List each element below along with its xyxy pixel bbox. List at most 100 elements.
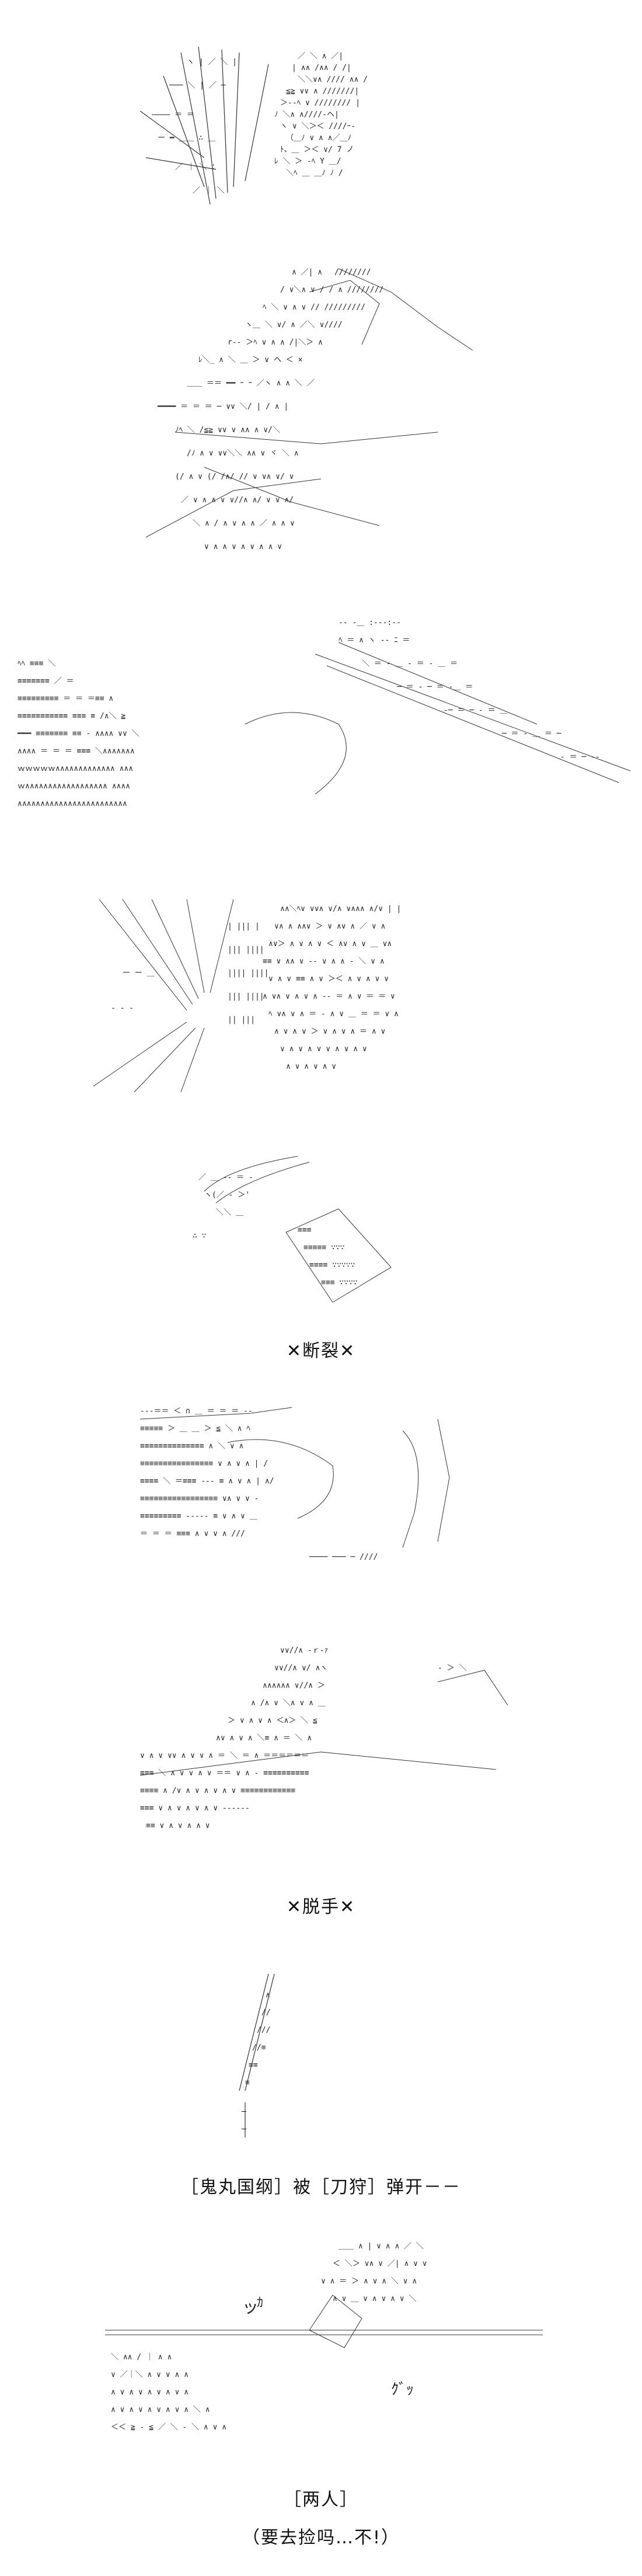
- panel-reach-7: ∨∨//∧ ‐ｒ‐ｧ ∨∨//∧ ∨/ ∧ヽ ∧∧∧∧∧∧ ∨//∧ ＞ ∧ /…: [88, 1635, 554, 1869]
- svg-text:‐ ＞ ＼: ‐ ＞ ＼: [438, 1664, 466, 1673]
- svg-text:≡≡≡≡ ∧ /∨ ∧ ∨ ∧ ∨ ∧ ∨ ≡≡≡≡≡≡≡≡: ≡≡≡≡ ∧ /∨ ∧ ∨ ∧ ∨ ∧ ∨ ≡≡≡≡≡≡≡≡≡≡≡≡: [140, 1786, 295, 1795]
- svg-text:≡: ≡: [245, 2078, 250, 2087]
- svg-text:≡≡≡≡ ＼ ＝≡≡≡ ‐‐‐ ≡ ∧ ∨ ∧ | ∧/: ≡≡≡≡ ＼ ＝≡≡≡ ‐‐‐ ≡ ∧ ∨ ∧ | ∧/: [140, 1477, 274, 1486]
- ascii-art-blade-5: ／ ＿ ‐‐ ＝ ‐ ヽ(／ ‐ ＞' ＼＼ ＿ ∴ ∵ ≡≡≡ ≡≡≡≡≡ ∵…: [193, 1156, 392, 1303]
- svg-text:∨∨//∧ ‐ｒ‐ｧ: ∨∨//∧ ‐ｒ‐ｧ: [280, 1646, 328, 1655]
- svg-text:‐ ‐ ‐: ‐ ‐ ‐: [111, 1004, 134, 1013]
- svg-text:≡≡≡ ＼ ∧ ∨ ∨ ∧ ∨ ＝＝ ∨ ∧ ‐ ≡≡≡≡≡: ≡≡≡ ＼ ∧ ∨ ∨ ∧ ∨ ＝＝ ∨ ∧ ‐ ≡≡≡≡≡≡≡≡≡≡: [140, 1769, 309, 1778]
- svg-text:＼ ＝ ‐ ＿ ‐ ＝ ‐ ＿ ＝: ＼ ＝ ‐ ＿ ‐ ＝ ‐ ＿ ＝: [362, 659, 458, 668]
- svg-text:━━━ ≡≡≡≡≡≡≡ ≡≡ ‐ ∧∧∧∧ ∨∨ ＼: ━━━ ≡≡≡≡≡≡≡ ≡≡ ‐ ∧∧∧∧ ∨∨ ＼: [17, 729, 139, 738]
- svg-text:─: ─: [241, 2108, 246, 2116]
- svg-text:∧ /∧ ∨ ＼∧ ∨ ∧ ＿: ∧ /∧ ∨ ＼∧ ∨ ∧ ＿: [251, 1699, 326, 1708]
- svg-text:r‐‐ ＞ﾍ ∨ ∧ ∧ /|＼＞ ∧: r‐‐ ＞ﾍ ∨ ∧ ∧ /|＼＞ ∧: [228, 338, 323, 347]
- panel-swing-2: ∧ ／| ∧ //////// / ∨＼∧ ∨ / / ∧ //////// ﾍ…: [88, 257, 554, 561]
- ascii-art-impact-4: ー ー ＿ ‐ ‐ ‐ | ||| | ||| |||| |||| |||| |…: [93, 899, 401, 1093]
- svg-text:| ||| |: | ||| |: [228, 922, 260, 931]
- sfx-sound-1: ッ: [242, 2297, 259, 2317]
- svg-text:＝ ＝ ＝ ≡≡≡ ∧ ∨ ∨ ∧ ///: ＝ ＝ ＝ ≡≡≡ ∧ ∨ ∨ ∧ ///: [140, 1529, 245, 1538]
- svg-text:ー ━ ＿＿ ∴ ＿: ー ━ ＿＿ ∴ ＿: [158, 134, 215, 142]
- svg-text:≡≡ ∨ ∧∧ ∨ ‐‐ ∨ ∧ ∧ ‐ ＼ ∨ ∧: ≡≡ ∨ ∧∧ ∨ ‐‐ ∨ ∧ ∧ ‐ ＼ ∨ ∧: [263, 957, 385, 966]
- svg-text:ヽ＿ ＼ ∨/ ∧ ／＼ ∨////: ヽ＿ ＼ ∨/ ∧ ／＼ ∨////: [245, 321, 343, 329]
- svg-text:＿＿ ∧ | ∨ ∧ ∧ ／ ＼: ＿＿ ∧ | ∨ ∧ ∧ ／ ＼: [339, 2242, 424, 2251]
- svg-text:∨ ∧ ∧ ∨ ∧ ∨ ∧ ∧ ∨: ∨ ∧ ∧ ∨ ∧ ∨ ∧ ∧ ∨: [204, 543, 282, 551]
- svg-text:∨∨//∧ ∨/ ∧ヽ: ∨∨//∧ ∨/ ∧ヽ: [274, 1664, 327, 1673]
- sfx-sound-2: ｶ: [257, 2296, 263, 2310]
- svg-text://: //: [261, 2008, 271, 2017]
- svg-text:∧∧＼ﾍ∨ ∨∨∧ ∨/∧ ∨∧∧∧ ∧/∨ | |: ∧∧＼ﾍ∨ ∨∨∧ ∨/∧ ∨∧∧∧ ∧/∨ | |: [280, 905, 401, 913]
- ascii-art-impact-1: ヽ | ／ ＼ | ─── ＼ | ／ ─ ―――― ＝ ＝ ー ━ ＿＿ ∴ …: [139, 46, 368, 205]
- svg-text:≡≡ ∨ ∧ ∨ ∧ ∧ ∨: ≡≡ ∨ ∧ ∨ ∧ ∧ ∨: [146, 1821, 210, 1830]
- svg-text:∧∨ ∧ ∨ ∧ ＼≡ ∧ ＝ ＼ ∧: ∧∨ ∧ ∨ ∧ ＼≡ ∧ ＝ ＼ ∧: [216, 1734, 312, 1743]
- svg-text:ー ー ＿: ー ー ＿: [123, 969, 155, 978]
- svg-text:ﾉ ＼∧ ∧////‐ヘ|: ﾉ ＼∧ ∧////‐ヘ|: [274, 110, 339, 119]
- svg-text:‐─ ＝ ─ ‐ ＝ ＿: ‐─ ＝ ─ ‐ ＝ ＿: [444, 706, 507, 715]
- svg-text:ﾉﾍ ＼ /≦≧ ∨∨ ∨ ∧∧ ∧ ∨/＼: ﾉﾍ ＼ /≦≧ ∨∨ ∨ ∧∧ ∧ ∨/＼: [175, 426, 280, 434]
- svg-text:ﾍ ＝ ∧ ヽ ‐‐ ﾆ ＝: ﾍ ＝ ∧ ヽ ‐‐ ﾆ ＝: [339, 636, 410, 645]
- svg-text:≡≡≡ ∨ ∧ ∨ ∧ ∨ ∧ ∨ ‐‐‐‐‐‐: ≡≡≡ ∨ ∧ ∨ ∧ ∨ ∧ ∨ ‐‐‐‐‐‐: [140, 1804, 250, 1813]
- svg-text:ヽ ∨ ＼＞＜ ////ｰ‐: ヽ ∨ ＼＞＜ ////ｰ‐: [280, 122, 355, 131]
- svg-text:∧ ∨ ∧ ∨ ∧ ∨ ∧ ∨ ∧ ＼ ∧: ∧ ∨ ∧ ∨ ∧ ∨ ∧ ∨ ∧ ＼ ∧: [111, 2405, 210, 2414]
- panel-grab-6: ‐‐‐＝＝ ＜ ∩ ＿ ＝ ＝ ＝ ‐‐ ≡≡≡≡≡ ＞ ＿ ＿ ＞ ≦ ＼ ∧…: [88, 1396, 554, 1588]
- svg-text:∨ ／｜＼ ∧ ∨ ∨ ∧ ∧: ∨ ／｜＼ ∧ ∨ ∨ ∧ ∧: [111, 2370, 189, 2379]
- svg-text:≡≡≡≡≡≡≡≡≡ ＝ ＝ ＝≡≡ ∧: ≡≡≡≡≡≡≡≡≡ ＝ ＝ ＝≡≡ ∧: [18, 694, 113, 703]
- svg-text:ﾍ ＼ ∨ ∧ ∨ // /////////: ﾍ ＼ ∨ ∧ ∨ // /////////: [263, 303, 365, 312]
- ascii-art-clash-3: -- -＿ :-‐-:-- ﾍ ＝ ∧ ヽ ‐‐ ﾆ ＝ ＼ ＝ ‐ ＿ ‐ ＝…: [17, 618, 631, 808]
- panel-clash-3: -- -＿ :-‐-:-- ﾍ ＝ ∧ ヽ ‐‐ ﾆ ＝ ＼ ＝ ‐ ＿ ‐ ＝…: [12, 607, 636, 853]
- svg-text:∧ ∨ ＿ ∨ ∧ ∨ ∧ ∨ ＼: ∧ ∨ ＿ ∨ ∧ ∨ ∧ ∨ ＼: [333, 2295, 416, 2303]
- svg-text:/ ∨＼∧ ∨ / / ∧ ////////: / ∨＼∧ ∨ / / ∧ ////////: [280, 286, 383, 294]
- svg-text:─: ─: [241, 2125, 246, 2134]
- svg-text:∧∧∧∧ ＝ ＝ ＝ ≡≡≡ ＼∧∧∧∧∧∧∧: ∧∧∧∧ ＝ ＝ ＝ ≡≡≡ ＼∧∧∧∧∧∧∧: [18, 747, 135, 756]
- svg-text:≡≡≡: ≡≡≡: [298, 1226, 312, 1235]
- caption-cut: ✕断裂✕: [286, 1341, 356, 1361]
- svg-text:＞ ∨ ∧ ∨ ∧ ＜∧＞ ＼ ≦: ＞ ∨ ∧ ∨ ∧ ＜∧＞ ＼ ≦: [228, 1716, 317, 1725]
- svg-text:／ ｜ ＼: ／ ｜ ＼: [193, 186, 225, 195]
- svg-text:∧ ／| ∧ ////////: ∧ ／| ∧ ////////: [292, 268, 371, 277]
- svg-text:/ﾉ ∧ ∨ ∨∨＼＼ ∧∧ ∨ ヾ ＼ ∧: /ﾉ ∧ ∨ ∨∨＼＼ ∧∧ ∨ ヾ ＼ ∧: [187, 449, 299, 458]
- svg-text:─── ＼ | ／ ─: ─── ＼ | ／ ─: [169, 81, 226, 90]
- svg-text:ﾄ、＿ ＞＜ ∨/ 7 ノ: ﾄ、＿ ＞＜ ∨/ 7 ノ: [280, 145, 354, 154]
- svg-text:≡≡≡≡≡≡≡≡≡≡≡≡≡≡≡≡≡ ∨∧ ∨ ∨ ‐: ≡≡≡≡≡≡≡≡≡≡≡≡≡≡≡≡≡ ∨∧ ∨ ∨ ‐: [140, 1494, 259, 1503]
- ascii-art-duo-9: ＿＿ ∧ | ∨ ∧ ∧ ／ ＼ ＜ ＼＞ ∨∧ ∨ ／| ∧ ∨ ∨ ∨ ∧ …: [88, 2225, 543, 2432]
- svg-text:(/ ∧ ∨ (/ /∧/ // ∨ ∨∧ ∨/ ∨: (/ ∧ ∨ (/ /∧/ // ∨ ∨∧ ∨/ ∨: [175, 472, 294, 481]
- svg-text:||| ||||: ||| ||||: [228, 992, 264, 1001]
- svg-text:＜ ＼＞ ∨∧ ∨ ／| ∧ ∨ ∨: ＜ ＼＞ ∨∧ ∨ ／| ∧ ∨ ∨: [333, 2259, 427, 2268]
- svg-text:＼＼ ＿: ＼＼ ＿: [216, 1208, 243, 1217]
- svg-text:＼ ∧∧ / ｜ ∧ ∧: ＼ ∧∧ / ｜ ∧ ∧: [111, 2353, 172, 2362]
- svg-text:ﾚ＼_ ∧ ＼ ＿ ＞ ∨ ヘ ＜ ×: ﾚ＼_ ∧ ＼ ＿ ＞ ∨ ヘ ＜ ×: [198, 356, 302, 364]
- svg-text:| ∧∧ /∧∧ / /|: | ∧∧ /∧∧ / /|: [292, 64, 351, 72]
- svg-text:≡≡: ≡≡: [249, 2061, 258, 2070]
- svg-text:≡≡≡≡ ∵∵∵∵∵: ≡≡≡≡ ∵∵∵∵∵: [309, 1261, 355, 1270]
- svg-text:∨ ∧ ∨ ∨∨ ∧ ∨ ∨ ∧ ＝ ＼ ＝ ∧ ＝＝＝＝＝: ∨ ∧ ∨ ∨∨ ∧ ∨ ∨ ∧ ＝ ＼ ＝ ∧ ＝＝＝＝＝＝: [140, 1751, 309, 1760]
- svg-text:＿＿ ＝＝ ━━ ｰ ｰ ／ヽ ∧ ∧ ＼ ／: ＿＿ ＝＝ ━━ ｰ ｰ ／ヽ ∧ ∧ ＼ ／: [187, 379, 315, 388]
- svg-text:∨∧ ∧ ∧∧∨ ＞ ∨ ∧∨ ∧ ／ ∨ ∧: ∨∧ ∧ ∧∧∨ ＞ ∨ ∧∨ ∧ ／ ∨ ∧: [274, 922, 385, 931]
- svg-text:-- -＿ :-‐-:--: -- -＿ :-‐-:--: [339, 618, 401, 627]
- ascii-art-swing-2: ∧ ／| ∧ //////// / ∨＼∧ ∨ / / ∧ //////// ﾍ…: [145, 268, 473, 551]
- svg-text:≡≡≡≡≡ ＞ ＿ ＿ ＞ ≦ ＼ ∧ ﾍ: ≡≡≡≡≡ ＞ ＿ ＿ ＞ ≦ ＼ ∧ ﾍ: [140, 1424, 250, 1433]
- svg-text:ﾍﾍ ≡≡≡ ＼: ﾍﾍ ≡≡≡ ＼: [18, 659, 55, 668]
- svg-text:─ ＝ ‐ ─ ＝ ‐＿ ＝: ─ ＝ ‐ ─ ＝ ‐＿ ＝: [396, 683, 473, 691]
- svg-text:≡≡≡≡≡ ∵∵∵: ≡≡≡≡≡ ∵∵∵: [303, 1243, 344, 1252]
- svg-text:≡≡≡ ∵∵∵∵: ≡≡≡ ∵∵∵∵: [321, 1278, 358, 1287]
- ascii-art-grab-6: ‐‐‐＝＝ ＜ ∩ ＿ ＝ ＝ ＝ ‐‐ ≡≡≡≡≡ ＞ ＿ ＿ ＞ ≦ ＼ ∧…: [139, 1407, 450, 1562]
- svg-text:∨ ∧ ∨ ∧ ∨ ∨ ∧ ∨ ∧ ∨: ∨ ∧ ∨ ∧ ∨ ∨ ∧ ∨ ∧ ∨: [280, 1045, 367, 1054]
- svg-text:（＿ﾉ ∨ ∧ ∧／＿ﾉ: （＿ﾉ ∨ ∧ ∧／＿ﾉ: [286, 134, 351, 142]
- svg-text:///: ///: [257, 2026, 270, 2035]
- svg-text:≡≡≡≡≡≡≡≡≡≡≡≡≡≡ ∧ ＼ ∨ ∧: ≡≡≡≡≡≡≡≡≡≡≡≡≡≡ ∧ ＼ ∨ ∧: [140, 1442, 243, 1451]
- svg-text:||| ||||: ||| ||||: [228, 945, 264, 954]
- panel-impact-4: ー ー ＿ ‐ ‐ ‐ | ||| | ||| |||| |||| |||| |…: [88, 894, 554, 1098]
- svg-text:ヽ(／ ‐ ＞': ヽ(／ ‐ ＞': [204, 1191, 250, 1200]
- svg-text:／ ＿ ‐‐ ＝ ‐: ／ ＿ ‐‐ ＝ ‐: [198, 1173, 253, 1182]
- caption-both-people: ［两人］: [284, 2490, 358, 2510]
- svg-text:∧∧∧∧∧∧∧∧∧∧∧∧∧∧∧∧∧∧∧∧∧∧∧∧: ∧∧∧∧∧∧∧∧∧∧∧∧∧∧∧∧∧∧∧∧∧∧∧∧: [18, 799, 127, 808]
- svg-text:∴ ∵: ∴ ∵: [193, 1232, 206, 1240]
- svg-text:≡≡≡≡≡≡≡≡≡ ‐‐‐‐‐ ≡ ∨ ∧ ∨ ＿: ≡≡≡≡≡≡≡≡≡ ‐‐‐‐‐ ≡ ∨ ∧ ∨ ＿: [140, 1512, 257, 1521]
- svg-text:≦≧ ∨∨ ∧ ///////|: ≦≧ ∨∨ ∧ ///////|: [286, 87, 359, 96]
- svg-text:∧ ∨∧ ∨ ∧ ∨ ∧ ‐‐ ＝ ∧ ∨ ＝ ＝ ∨: ∧ ∨∧ ∨ ∧ ∨ ∧ ‐‐ ＝ ∧ ∨ ＝ ＝ ∨: [263, 992, 395, 1001]
- svg-text:ヽ | ／ ＼ |: ヽ | ／ ＼ |: [187, 58, 237, 67]
- sfx-sound-3: ｸﾞｯ: [391, 2381, 414, 2398]
- svg-text:∧: ∧: [266, 1991, 270, 2000]
- svg-text:＼＼∨∧ //// ∧∧ /: ＼＼∨∧ //// ∧∧ /: [298, 75, 368, 84]
- svg-text:∧ ∨ ∧ ∨ ＞ ∨ ∧ ∨ ∧ ＝ ∧ ∨: ∧ ∨ ∧ ∨ ＞ ∨ ∧ ∨ ∧ ＝ ∧ ∨: [274, 1027, 385, 1036]
- panel-blade-5: ／ ＿ ‐‐ ＝ ‐ ヽ(／ ‐ ＞' ＼＼ ＿ ∴ ∵ ≡≡≡ ≡≡≡≡≡ ∵…: [88, 1145, 554, 1314]
- svg-text:ｗｗｗｗｗ∧∧∧∧∧∧∧∧∧∧∧∧∧ ∧∧∧: ｗｗｗｗｗ∧∧∧∧∧∧∧∧∧∧∧∧∧ ∧∧∧: [18, 764, 133, 773]
